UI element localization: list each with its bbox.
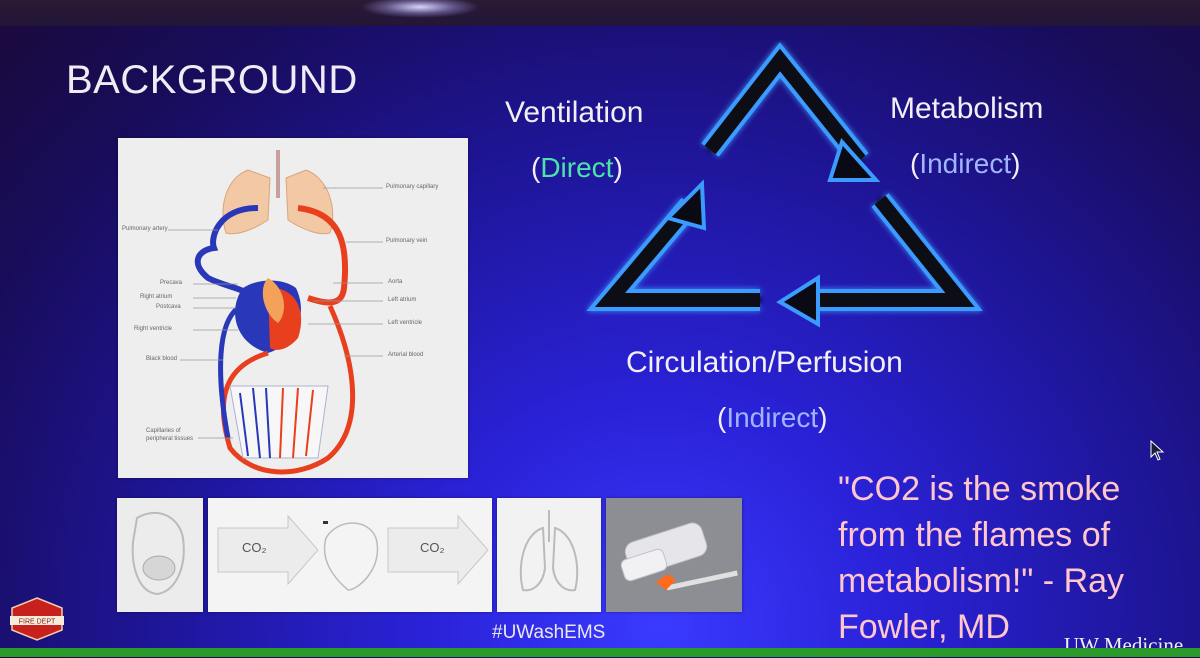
thumb-co2-flow: CO₂ CO₂: [208, 498, 492, 612]
label-right-ventricle: Right ventricle: [134, 326, 173, 332]
paren-close: ): [1011, 148, 1021, 179]
label-pulmonary-artery: Pulmonary artery: [122, 226, 168, 232]
label-metabolism: Metabolism: [890, 92, 1044, 125]
label-pulmonary-capillary: Pulmonary capillary: [386, 184, 439, 190]
label-capillaries: Capillaries of: [146, 428, 181, 434]
heart-lung-illustration: [168, 150, 383, 475]
mask-icon: [131, 511, 185, 596]
label-right-atrium: Right atrium: [140, 294, 173, 300]
circulation-type: (Indirect): [717, 402, 827, 434]
quote-text: "CO2 is the smoke from the flames of met…: [838, 470, 1125, 646]
paren-open: (: [910, 148, 920, 179]
co2-label-1: CO₂: [242, 540, 267, 555]
label-precava: Precava: [160, 280, 183, 286]
indirect-text: Indirect: [726, 402, 819, 433]
thumb-mask: [117, 498, 203, 612]
bottom-green-band: [0, 648, 1200, 657]
thumb-lungs: [497, 498, 601, 612]
hashtag: #UWashEMS: [492, 622, 606, 643]
slide-title: BACKGROUND: [66, 58, 358, 102]
label-postcava: Postcava: [156, 304, 181, 310]
ventilation-type: (Direct): [531, 152, 623, 184]
fire-dept-crest-icon: FIRE DEPT: [10, 597, 64, 641]
lungs-icon: [519, 510, 579, 592]
top-dark-band: [0, 0, 1200, 26]
label-capillaries-2: peripheral tissues: [146, 436, 194, 442]
indirect-text: Indirect: [919, 148, 1012, 179]
co2-flow-arrows: [217, 514, 489, 591]
crest-text: FIRE DEPT: [19, 619, 56, 626]
label-aorta: Aorta: [388, 279, 403, 285]
cycle-triangle: [586, 42, 983, 328]
arrowheads: [664, 138, 881, 328]
thumb-airway-adapter: [606, 498, 742, 612]
label-circulation-perfusion: Circulation/Perfusion: [626, 346, 903, 379]
label-ventilation: Ventilation: [505, 96, 644, 129]
co2-label-2: CO₂: [420, 540, 445, 555]
direct-text: Direct: [540, 152, 614, 183]
label-left-atrium: Left atrium: [388, 297, 417, 303]
label-left-ventricle: Left ventricle: [388, 320, 423, 326]
label-black-blood: Black blood: [146, 356, 178, 362]
light-glare: [360, 0, 480, 18]
label-arterial-blood: Arterial blood: [388, 352, 424, 358]
metabolism-type: (Indirect): [910, 148, 1020, 180]
paren-open: (: [531, 152, 541, 183]
label-pulmonary-vein: Pulmonary vein: [386, 238, 428, 244]
circulation-diagram: Pulmonary capillary Pulmonary artery Pul…: [118, 138, 468, 478]
mouse-cursor-icon: [1150, 440, 1165, 461]
paren-open: (: [717, 402, 727, 433]
adapter-photo: [606, 498, 742, 612]
paren-close: ): [613, 152, 623, 183]
paren-close: ): [818, 402, 828, 433]
